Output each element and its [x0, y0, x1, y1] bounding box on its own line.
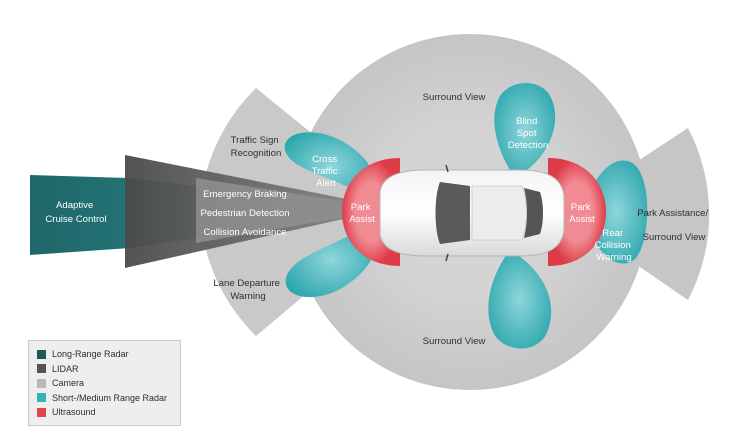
- legend-item-long-range-radar: Long-Range Radar: [37, 347, 174, 362]
- legend-label: LIDAR: [52, 363, 79, 374]
- legend-swatch: [37, 393, 46, 403]
- adaptive-cruise-label: Adaptive Cruise Control: [45, 200, 106, 225]
- car-illustration: [379, 164, 565, 262]
- park-assistance-right-label: Park Assistance/ Surround View: [637, 208, 711, 243]
- park-assist-front-label: Park Assist: [349, 202, 375, 225]
- emergency-braking-label: Emergency Braking: [203, 189, 287, 200]
- blind-spot-lobe: [494, 82, 556, 178]
- cross-traffic-label: Cross Traffic Alert: [312, 154, 341, 189]
- legend: Long-Range Radar LIDAR Camera Short-/Med…: [28, 340, 181, 426]
- blind-spot-label: Blind Spot Detection: [508, 116, 549, 151]
- legend-swatch: [37, 364, 46, 374]
- legend-swatch: [37, 407, 46, 417]
- collision-avoidance-label: Collision Avoidance: [203, 227, 286, 238]
- surround-view-top-label: Surround View: [423, 92, 486, 103]
- park-assist-rear-label: Park Assist: [569, 202, 595, 225]
- legend-label: Short-/Medium Range Radar: [52, 392, 168, 403]
- pedestrian-detection-label: Pedestrian Detection: [200, 208, 289, 219]
- traffic-sign-label: Traffic Sign Recognition: [231, 135, 282, 159]
- legend-label: Ultrasound: [52, 407, 96, 418]
- rear-lower-lobe: [488, 250, 552, 349]
- legend-label: Camera: [52, 378, 85, 389]
- legend-swatch: [37, 349, 46, 359]
- rear-park-assist-zone: [548, 158, 606, 266]
- surround-view-bottom-label: Surround View: [423, 336, 486, 347]
- rear-collision-lobe: [585, 160, 648, 264]
- legend-item-ultrasound: Ultrasound: [37, 405, 174, 420]
- legend-item-camera: Camera: [37, 376, 174, 391]
- front-camera-beam: [196, 178, 392, 243]
- legend-item-lidar: LIDAR: [37, 362, 174, 377]
- lane-departure-label: Lane Departure Warning: [213, 278, 282, 302]
- legend-label: Long-Range Radar: [52, 349, 129, 360]
- rear-collision-label: Rear Collision Warning: [595, 228, 634, 263]
- legend-swatch: [37, 378, 46, 388]
- legend-item-short-medium-radar: Short-/Medium Range Radar: [37, 391, 174, 406]
